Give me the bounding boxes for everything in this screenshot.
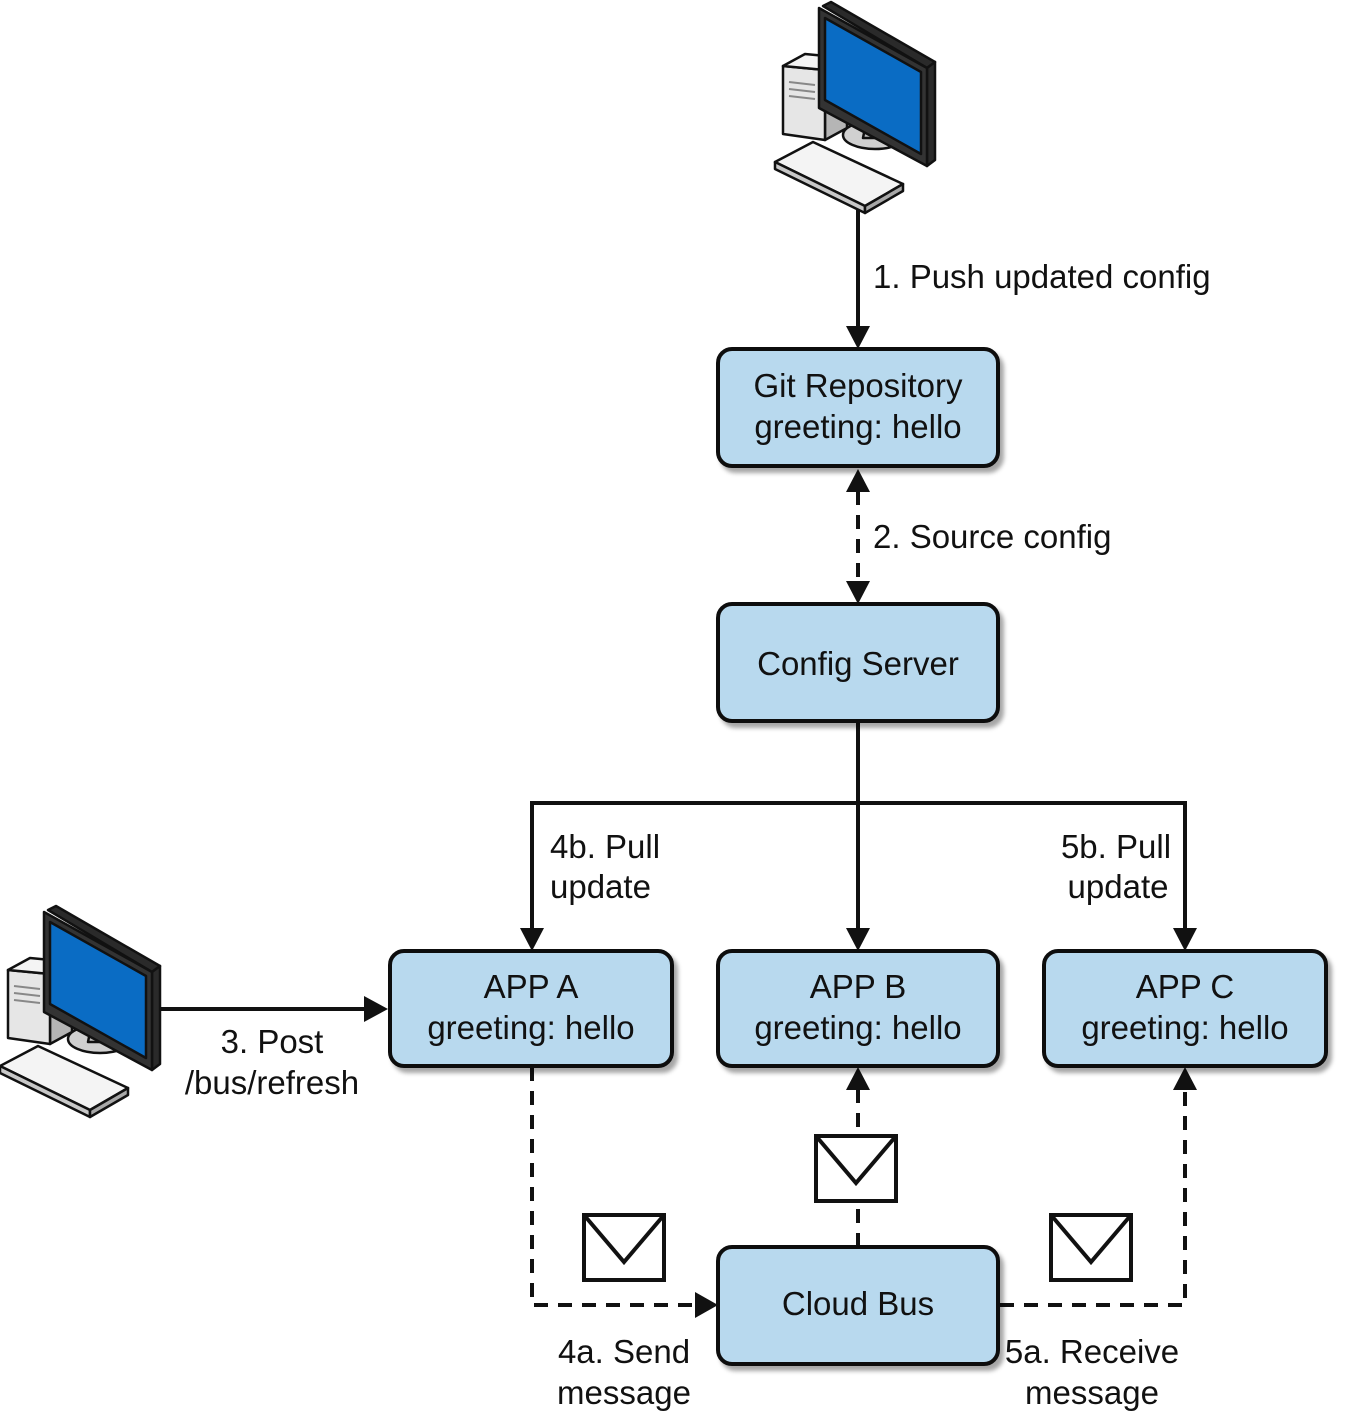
edge-send-message xyxy=(530,1067,718,1318)
config-server-box xyxy=(716,602,1000,723)
label-source-config: 2. Source config xyxy=(873,518,1111,555)
cloud-bus-box xyxy=(716,1245,1000,1366)
edge-source-config xyxy=(846,469,870,604)
envelope-icon xyxy=(1049,1213,1133,1282)
app-c-box xyxy=(1042,949,1328,1068)
label-push-updated-config: 1. Push updated config xyxy=(873,258,1211,295)
app-b-box xyxy=(716,949,1000,1068)
config-server-title: Config Server xyxy=(757,645,959,682)
app-c-greeting: greeting: hello xyxy=(1081,1009,1288,1046)
git-repository-greeting: greeting: hello xyxy=(754,408,961,445)
cloud-bus-title: Cloud Bus xyxy=(782,1285,934,1322)
label-post-line1: 3. Post xyxy=(221,1023,324,1060)
app-a-title: APP A xyxy=(484,968,579,1005)
desktop-computer-icon xyxy=(0,904,162,1119)
git-repository-title: Git Repository xyxy=(753,367,963,404)
label-post-line2: /bus/refresh xyxy=(185,1064,359,1101)
app-a-greeting: greeting: hello xyxy=(427,1009,634,1046)
git-repository-box xyxy=(716,347,1000,468)
node-config-server: Config Server xyxy=(716,602,1000,723)
node-cloud-bus: Cloud Bus xyxy=(716,1245,1000,1366)
app-c-title: APP C xyxy=(1136,968,1234,1005)
label-send-line2: message xyxy=(557,1374,691,1411)
desktop-computer-icon xyxy=(773,0,937,215)
label-pull-c-line2: update xyxy=(1068,868,1169,905)
envelope-icon xyxy=(582,1213,666,1282)
app-b-greeting: greeting: hello xyxy=(754,1009,961,1046)
edge-config-server-to-apps xyxy=(520,722,1197,951)
app-b-title: APP B xyxy=(810,968,907,1005)
edge-push-updated-config xyxy=(846,210,870,349)
label-pull-a-line1: 4b. Pull xyxy=(550,828,660,865)
label-pull-a-line2: update xyxy=(550,868,651,905)
app-a-box xyxy=(388,949,674,1068)
label-pull-c-line1: 5b. Pull xyxy=(1061,828,1171,865)
label-send-line1: 4a. Send xyxy=(558,1333,690,1370)
edge-post-bus-refresh xyxy=(160,996,388,1022)
node-git-repository: Git Repository greeting: hello xyxy=(716,347,1000,468)
node-app-a: APP A greeting: hello xyxy=(388,949,674,1068)
node-app-c: APP C greeting: hello xyxy=(1042,949,1328,1068)
envelope-icon xyxy=(814,1134,898,1203)
label-receive-line1: 5a. Receive xyxy=(1005,1333,1179,1370)
node-app-b: APP B greeting: hello xyxy=(716,949,1000,1068)
label-receive-line2: message xyxy=(1025,1374,1159,1411)
edge-receive-message xyxy=(1000,1067,1197,1307)
